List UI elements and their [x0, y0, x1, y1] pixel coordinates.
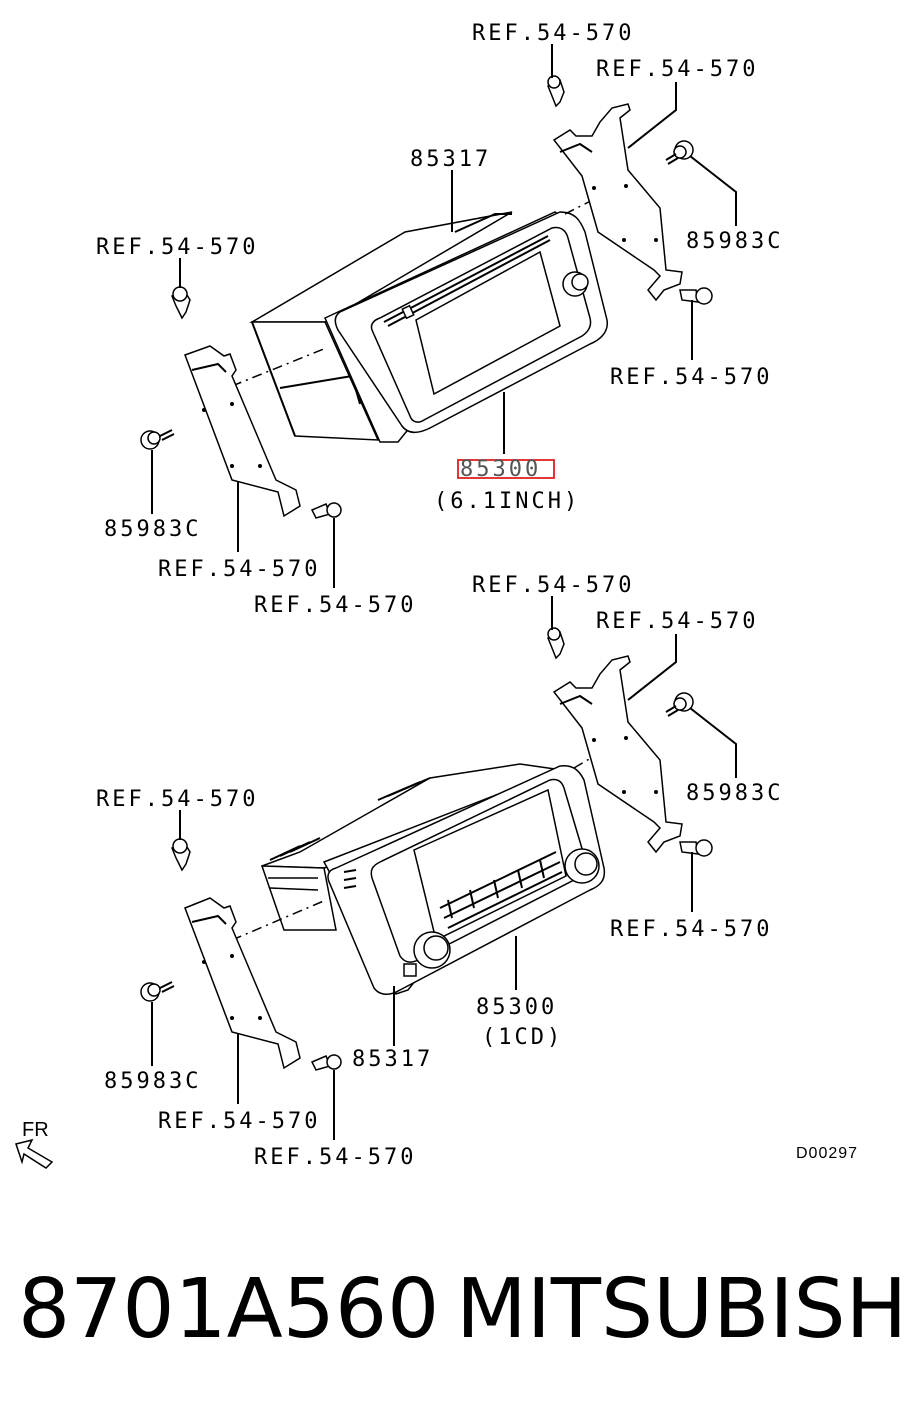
screw-bottom-left[interactable] [171, 838, 191, 872]
head-unit-61inch[interactable] [249, 211, 609, 443]
label-ref-54-570: REF.54-570 [472, 573, 634, 598]
brand-name: MITSUBISHI [456, 1262, 909, 1357]
label-ref-54-570: REF.54-570 [596, 57, 758, 82]
label-ref-54-570: REF.54-570 [158, 557, 320, 582]
fr-label: FR [22, 1119, 49, 1141]
caption: 8701A560 MITSUBISHI [0, 1262, 909, 1372]
label-ref-54-570: REF.54-570 [610, 917, 772, 942]
label-part-85300[interactable]: 85300 [460, 457, 541, 482]
label-part-85983c: 85983C [686, 781, 783, 806]
label-part-85983c: 85983C [104, 1069, 201, 1094]
bolt-85983c-left[interactable] [140, 429, 175, 450]
label-ref-54-570: REF.54-570 [158, 1109, 320, 1134]
screw-top-left[interactable] [171, 286, 191, 320]
bottom-assembly: REF.54-570 REF.54-570 REF.54-570 85983C … [96, 573, 783, 1170]
arrow-icon [15, 1138, 54, 1169]
highlight-box-85300 [457, 459, 555, 479]
screw-bottom-right[interactable] [547, 627, 565, 660]
clip-bottom-left[interactable] [310, 1054, 342, 1071]
left-bracket-bottom[interactable] [184, 897, 301, 1070]
bolt-85983c-right[interactable] [665, 140, 694, 165]
clip-bottom-right[interactable] [679, 287, 713, 305]
label-ref-54-570: REF.54-570 [96, 787, 258, 812]
diagram-code: D00297 [796, 1145, 858, 1162]
part-number: 8701A560 [18, 1262, 440, 1357]
label-part-85983c: 85983C [104, 517, 201, 542]
label-part-85983c: 85983C [686, 229, 783, 254]
label-part-85317: 85317 [352, 1047, 433, 1072]
label-ref-54-570: REF.54-570 [254, 1145, 416, 1170]
left-bracket-top[interactable] [184, 345, 301, 518]
label-ref-54-570: REF.54-570 [596, 609, 758, 634]
label-ref-54-570: REF.54-570 [610, 365, 772, 390]
label-85300-note: (1CD) [482, 1025, 563, 1050]
top-assembly: REF.54-570 REF.54-570 85317 REF.54-570 8… [96, 21, 783, 618]
label-ref-54-570: REF.54-570 [254, 593, 416, 618]
front-direction-indicator: FR [15, 1119, 54, 1169]
bolt-85983c-left[interactable] [140, 981, 175, 1002]
label-ref-54-570: REF.54-570 [472, 21, 634, 46]
head-unit-1cd[interactable] [260, 763, 606, 995]
right-bracket-bottom[interactable] [552, 655, 683, 854]
label-part-85317: 85317 [410, 147, 491, 172]
screw-top-right[interactable] [547, 75, 565, 108]
label-part-85300: 85300 [476, 995, 557, 1020]
right-bracket-top[interactable] [552, 103, 683, 302]
clip-bottom-right[interactable] [679, 839, 713, 857]
clip-bottom-left[interactable] [310, 502, 342, 519]
label-ref-54-570: REF.54-570 [96, 235, 258, 260]
bolt-85983c-right[interactable] [665, 692, 694, 717]
label-85300-note: (6.1INCH) [434, 489, 580, 514]
